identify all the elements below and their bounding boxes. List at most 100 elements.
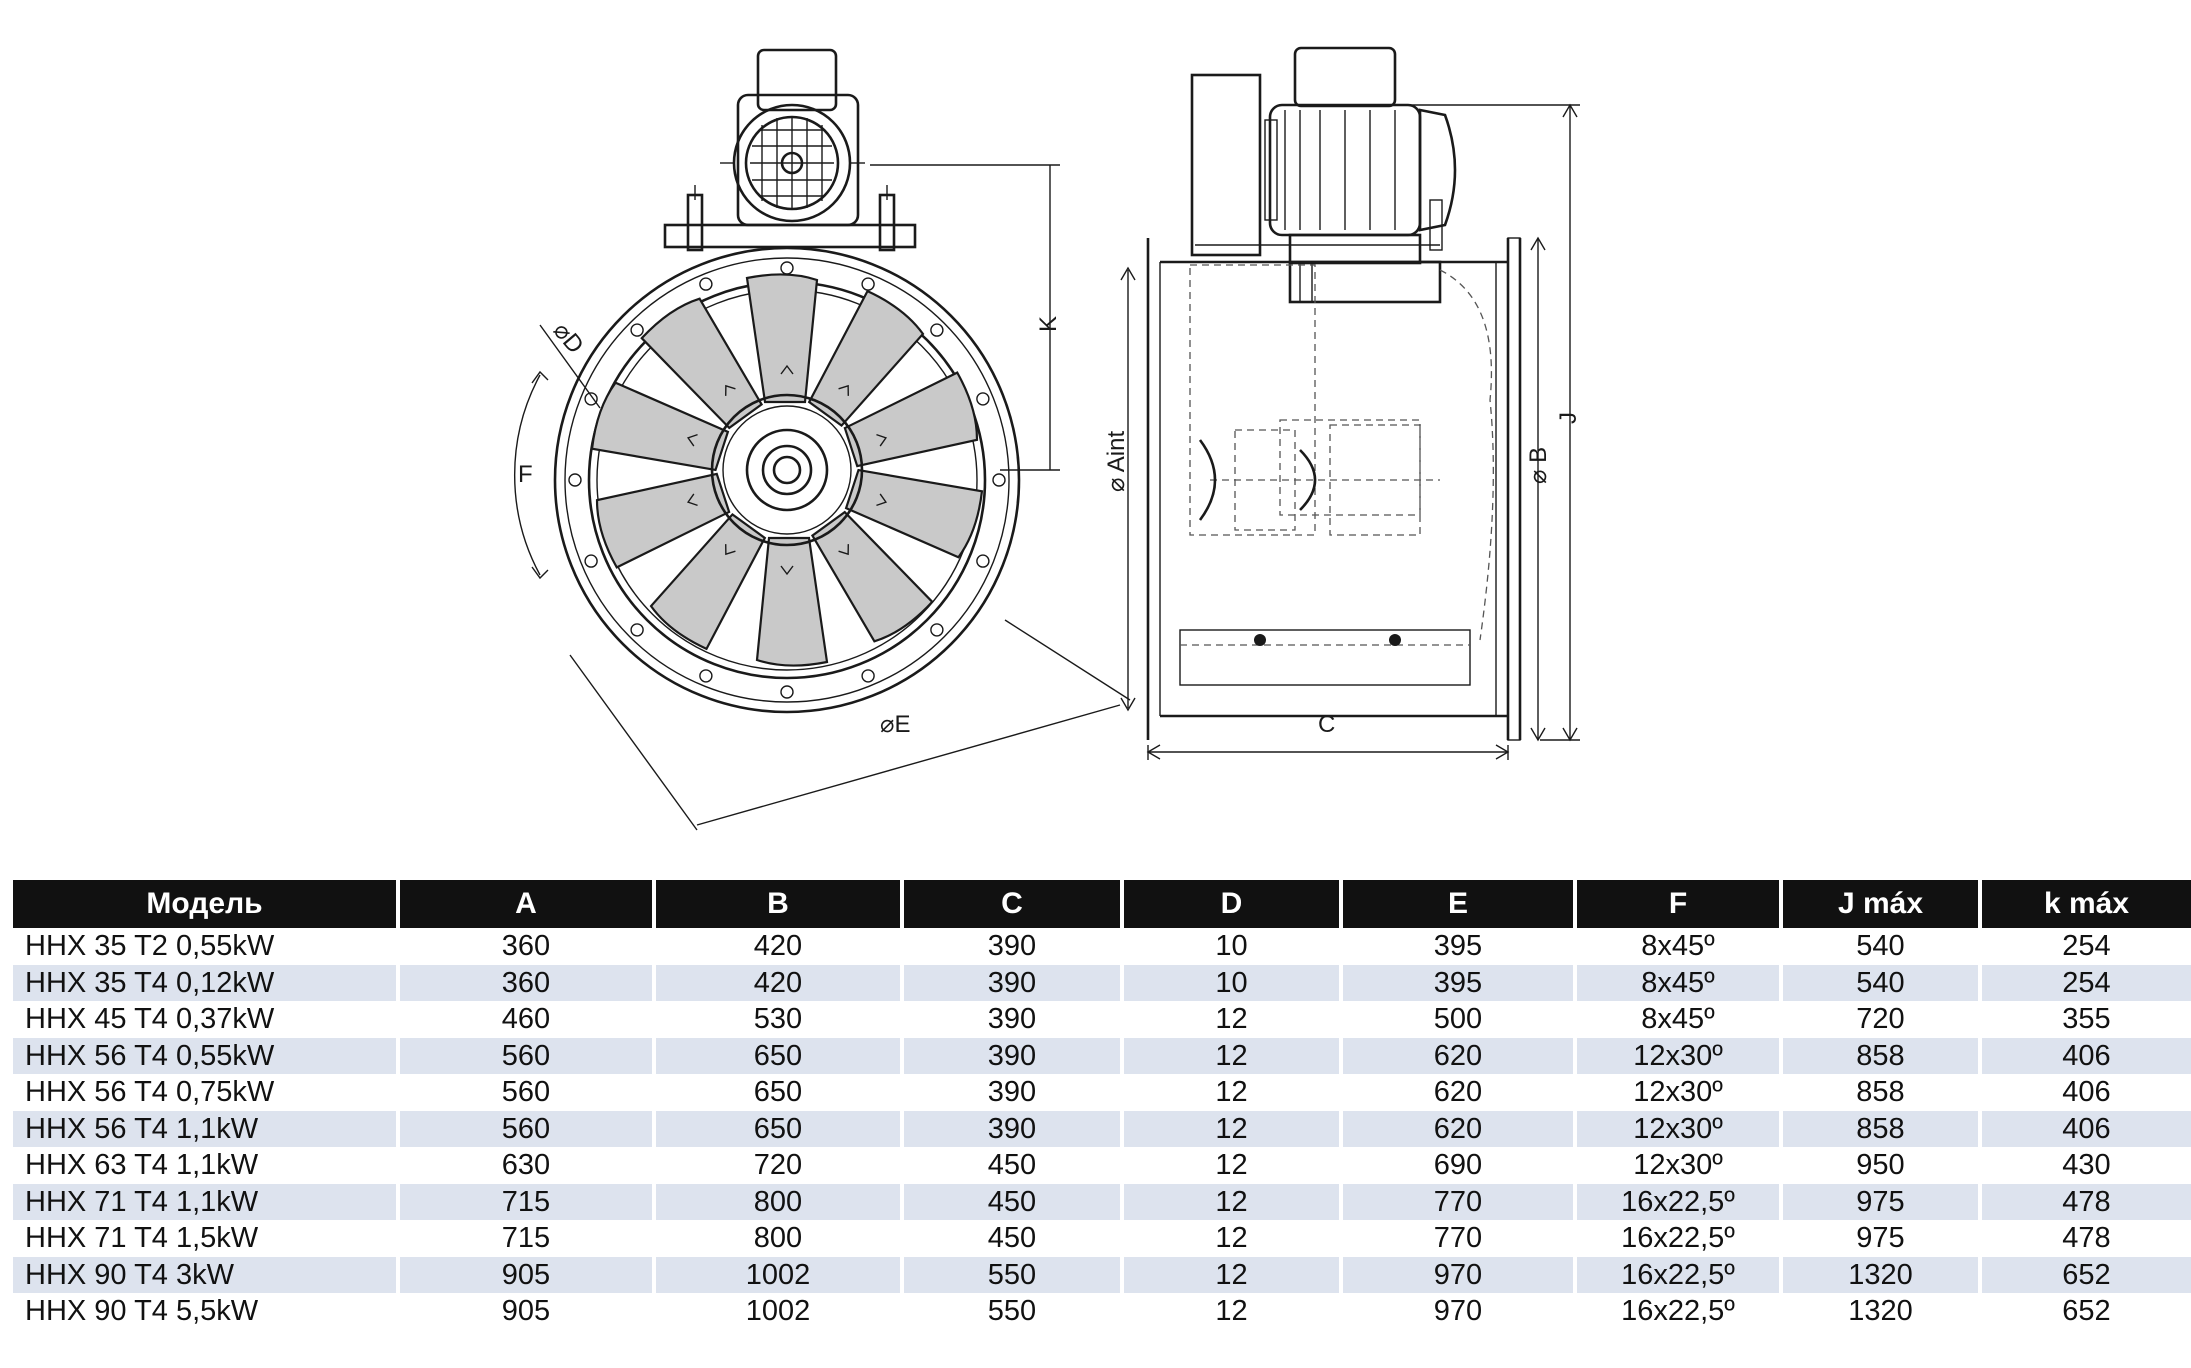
column-header-f: F [1575, 880, 1783, 928]
cell-b: 720 [654, 1147, 904, 1184]
cell-f: 12x30º [1575, 1037, 1783, 1074]
cell-k-max: 254 [1980, 964, 2191, 1001]
cell-model: HHX 56 T4 0,75kW [13, 1074, 400, 1111]
cell-k-max: 430 [1980, 1147, 2191, 1184]
cell-e: 395 [1341, 964, 1577, 1001]
bolt-hole [584, 392, 598, 406]
cell-model: HHX 63 T4 1,1kW [13, 1147, 400, 1184]
cell-model: HHX 90 T4 5,5kW [13, 1293, 400, 1330]
cell-b: 530 [654, 1001, 904, 1038]
cell-e: 395 [1341, 928, 1577, 965]
cell-j-max: 1320 [1781, 1256, 1982, 1293]
cell-a: 630 [398, 1147, 656, 1184]
cell-j-max: 540 [1781, 928, 1982, 965]
cell-e: 770 [1341, 1183, 1577, 1220]
flange-bolt-holes [568, 261, 1006, 699]
cell-d: 12 [1122, 1293, 1343, 1330]
cell-k-max: 478 [1980, 1220, 2191, 1257]
impeller-blade [843, 371, 979, 468]
dimension-d-line [539, 324, 601, 409]
cell-k-max: 652 [1980, 1256, 2191, 1293]
impeller-blade [810, 510, 934, 643]
cell-k-max: 652 [1980, 1293, 2191, 1330]
cell-c: 450 [902, 1220, 1124, 1257]
cell-e: 970 [1341, 1293, 1577, 1330]
cell-j-max: 1320 [1781, 1293, 1982, 1330]
front-motor [663, 48, 917, 252]
cell-model: HHX 56 T4 0,55kW [13, 1037, 400, 1074]
cell-d: 12 [1122, 1183, 1343, 1220]
column-header-k-max: k máx [1980, 880, 2191, 928]
cell-b: 1002 [654, 1293, 904, 1330]
dimension-k-label: K [1035, 316, 1062, 332]
cell-d: 12 [1122, 1147, 1343, 1184]
cell-a: 905 [398, 1293, 656, 1330]
cell-d: 12 [1122, 1110, 1343, 1147]
cell-k-max: 406 [1980, 1110, 2191, 1147]
cell-b: 650 [654, 1037, 904, 1074]
cell-b: 800 [654, 1220, 904, 1257]
impeller-blade [745, 273, 819, 404]
technical-drawing: F ⌀D ⌀E K [513, 46, 1582, 831]
cell-e: 690 [1341, 1147, 1577, 1184]
cell-j-max: 975 [1781, 1183, 1982, 1220]
dimension-b-label: ⌀ B [1525, 447, 1552, 484]
bolt-hole [699, 277, 713, 291]
cell-k-max: 406 [1980, 1074, 2191, 1111]
cell-a: 560 [398, 1074, 656, 1111]
column-header-model: Модель [13, 880, 400, 928]
impeller-blade [649, 512, 767, 651]
cell-j-max: 858 [1781, 1110, 1982, 1147]
cell-model: HHX 71 T4 1,5kW [13, 1220, 400, 1257]
impeller-blade [844, 468, 984, 559]
cell-d: 12 [1122, 1001, 1343, 1038]
cell-a: 715 [398, 1183, 656, 1220]
cell-b: 1002 [654, 1256, 904, 1293]
cell-a: 360 [398, 928, 656, 965]
cell-a: 560 [398, 1037, 656, 1074]
impeller-hub [710, 393, 864, 547]
impeller-blade [640, 297, 764, 430]
bolt-hole [630, 623, 644, 637]
cell-d: 12 [1122, 1220, 1343, 1257]
bolt-hole [930, 623, 944, 637]
bolt-hole [976, 392, 990, 406]
cell-c: 550 [902, 1293, 1124, 1330]
cell-model: HHX 71 T4 1,1kW [13, 1183, 400, 1220]
bolt-hole [568, 473, 582, 487]
impeller-blade [755, 536, 829, 667]
cell-d: 12 [1122, 1074, 1343, 1111]
cell-model: HHX 56 T4 1,1kW [13, 1110, 400, 1147]
cell-d: 10 [1122, 928, 1343, 965]
bolt-hole [630, 323, 644, 337]
cell-c: 390 [902, 1001, 1124, 1038]
cell-f: 8x45º [1575, 1001, 1783, 1038]
column-header-d: D [1122, 880, 1343, 928]
cell-model: HHX 35 T4 0,12kW [13, 964, 400, 1001]
cell-model: HHX 45 T4 0,37kW [13, 1001, 400, 1038]
bolt-hole [861, 669, 875, 683]
impeller-blades [590, 273, 984, 667]
dimension-f-arc [513, 374, 541, 576]
cell-j-max: 858 [1781, 1074, 1982, 1111]
cell-f: 16x22,5º [1575, 1183, 1783, 1220]
cell-f: 12x30º [1575, 1147, 1783, 1184]
side-motor [1190, 46, 1457, 304]
impeller-blade [807, 289, 925, 428]
side-view: ⌀ Aint ⌀ B J C [1103, 46, 1582, 760]
cell-b: 650 [654, 1074, 904, 1111]
cell-d: 12 [1122, 1037, 1343, 1074]
cell-c: 450 [902, 1147, 1124, 1184]
cell-model: HHX 90 T4 3kW [13, 1256, 400, 1293]
dimension-aint-label: ⌀ Aint [1103, 431, 1130, 492]
cell-f: 16x22,5º [1575, 1293, 1783, 1330]
cell-a: 460 [398, 1001, 656, 1038]
